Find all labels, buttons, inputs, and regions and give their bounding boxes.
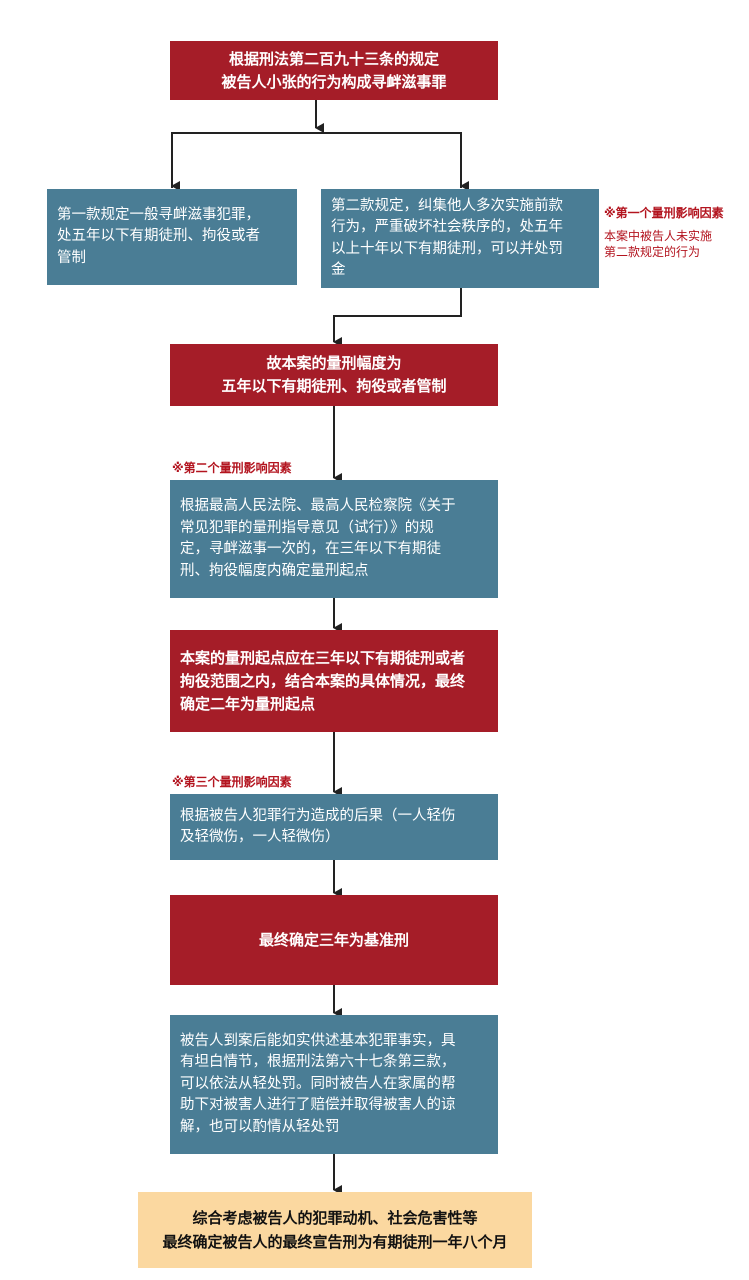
- factor1-title: ※第一个量刑影响因素: [604, 206, 724, 220]
- clause1-box: 第一款规定一般寻衅滋事犯罪， 处五年以下有期徒刑、拘役或者 管制: [47, 189, 297, 285]
- mitigation-box: 被告人到案后能如实供述基本犯罪事实，具 有坦白情节，根据刑法第六十七条第三款， …: [170, 1015, 498, 1154]
- starting-point-text: 本案的量刑起点应在三年以下有期徒刑或者 拘役范围之内，结合本案的具体情况，最终 …: [180, 648, 466, 713]
- factor3-title: ※第三个量刑影响因素: [172, 775, 292, 789]
- conviction-text: 根据刑法第二百九十三条的规定 被告人小张的行为构成寻衅滋事罪: [221, 49, 447, 91]
- base-sentence-text: 最终确定三年为基准刑: [258, 930, 409, 949]
- starting-point-box: 本案的量刑起点应在三年以下有期徒刑或者 拘役范围之内，结合本案的具体情况，最终 …: [170, 630, 498, 732]
- factor1-note: 本案中被告人未实施 第二款规定的行为: [604, 229, 713, 259]
- clause1-text: 第一款规定一般寻衅滋事犯罪， 处五年以下有期徒刑、拘役或者 管制: [57, 206, 260, 266]
- split-connector: [171, 132, 462, 188]
- guidance-box: 根据最高人民法院、最高人民检察院《关于 常见犯罪的量刑指导意见（试行）》的规 定…: [170, 480, 498, 598]
- guidance-text: 根据最高人民法院、最高人民检察院《关于 常见犯罪的量刑指导意见（试行）》的规 定…: [180, 498, 456, 579]
- mitigation-text: 被告人到案后能如实供述基本犯罪事实，具 有坦白情节，根据刑法第六十七条第三款， …: [180, 1032, 456, 1135]
- factor2-title: ※第二个量刑影响因素: [172, 461, 292, 475]
- sentencing-range-text: 故本案的量刑幅度为 五年以下有期徒刑、拘役或者管制: [221, 354, 447, 395]
- consequence-box: 根据被告人犯罪行为造成的后果（一人轻伤 及轻微伤，一人轻微伤）: [170, 794, 498, 860]
- final-sentence-text: 综合考虑被告人的犯罪动机、社会危害性等 最终确定被告人的最终宣告刑为有期徒刑一年…: [162, 1209, 508, 1251]
- consequence-text: 根据被告人犯罪行为造成的后果（一人轻伤 及轻微伤，一人轻微伤）: [180, 807, 456, 846]
- final-sentence-box: 综合考虑被告人的犯罪动机、社会危害性等 最终确定被告人的最终宣告刑为有期徒刑一年…: [138, 1192, 532, 1268]
- clause2-text: 第二款规定，纠集他人多次实施前款 行为，严重破坏社会秩序的，处五年 以上十年以下…: [331, 197, 563, 279]
- conviction-box: 根据刑法第二百九十三条的规定 被告人小张的行为构成寻衅滋事罪: [170, 41, 498, 100]
- clause2-box: 第二款规定，纠集他人多次实施前款 行为，严重破坏社会秩序的，处五年 以上十年以下…: [321, 189, 599, 288]
- sentencing-range-box: 故本案的量刑幅度为 五年以下有期徒刑、拘役或者管制: [170, 344, 498, 406]
- merge-connector: [333, 288, 462, 347]
- base-sentence-box: 最终确定三年为基准刑: [170, 895, 498, 985]
